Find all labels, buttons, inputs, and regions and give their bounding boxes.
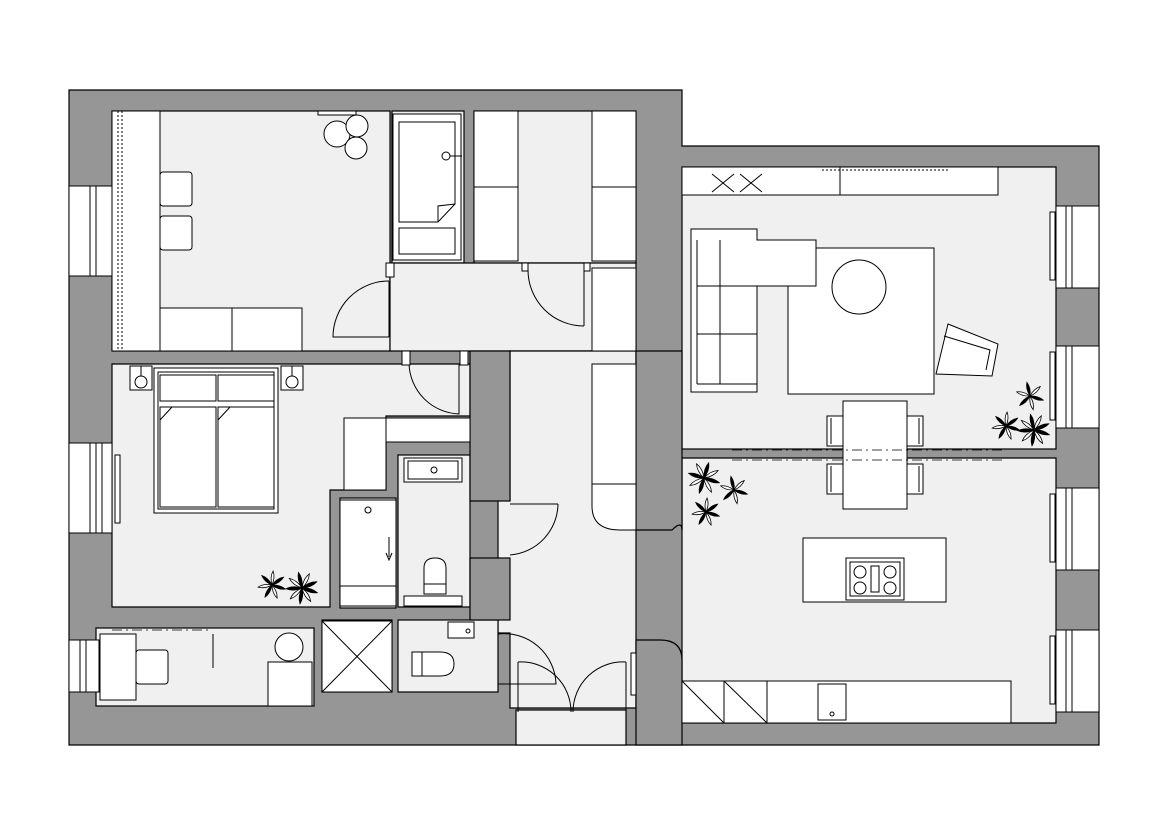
window-icon: [1055, 205, 1100, 289]
window-icon: [1055, 487, 1100, 571]
plant-icon: [687, 461, 721, 495]
door-frame: [401, 350, 411, 366]
beam-lines: [112, 350, 1004, 640]
door-frame: [521, 262, 529, 272]
radiator: [1049, 351, 1056, 421]
bedroom-furniture: [129, 365, 471, 514]
radiator: [114, 454, 121, 524]
corridor-wall-curve: [635, 350, 683, 531]
plant-icon: [285, 571, 319, 605]
window-icon: [1055, 629, 1100, 713]
kitchen-wall-curve: [635, 639, 683, 746]
pendant-lamp-icon: [345, 114, 369, 138]
shelf: [403, 595, 463, 607]
window-icon: [1055, 345, 1100, 429]
entrance-landing: [515, 709, 627, 746]
side-table: [267, 661, 313, 707]
sofa-icon: [690, 228, 817, 393]
radiator: [1049, 635, 1056, 705]
windows: [68, 185, 1100, 713]
plant-icon: [719, 475, 749, 505]
window-icon: [68, 639, 100, 693]
wardrobe: [591, 110, 637, 262]
wardrobe: [473, 110, 519, 262]
dining-table-icon: [826, 400, 924, 510]
door-swing-icon: [497, 633, 557, 685]
door-swing-icon: [332, 280, 390, 338]
stove-icon: [845, 557, 905, 601]
chair: [159, 171, 193, 207]
sink-icon: [398, 227, 456, 255]
wardrobe: [591, 267, 637, 352]
coffee-table: [831, 259, 887, 315]
chair: [135, 649, 169, 685]
toilet-icon: [423, 557, 447, 595]
plant-icon: [257, 570, 287, 599]
door-frame: [583, 262, 591, 272]
low-cabinet: [159, 307, 303, 352]
shelf: [317, 110, 357, 116]
plant-icon: [991, 411, 1021, 440]
plant-icon: [1015, 381, 1045, 411]
bedroom-wall-segment: [469, 350, 511, 502]
plants: [257, 381, 1051, 605]
living-furniture: [681, 166, 1012, 724]
window-icon: [68, 185, 113, 277]
radiator: [1049, 211, 1056, 281]
shower-icon: [339, 499, 397, 607]
bathroom-fixtures: [392, 113, 462, 261]
sink-icon: [447, 621, 475, 639]
corridor-cabinet: [591, 363, 637, 531]
window-icon: [68, 442, 113, 534]
door-swing-icon: [509, 503, 559, 556]
kitchen-counter: [681, 680, 1012, 724]
toilet-fixtures: [321, 620, 475, 693]
interior-walls: [469, 350, 683, 746]
armchair-icon: [935, 323, 999, 377]
nook-furniture: [99, 632, 313, 707]
wardrobe: [343, 417, 387, 491]
door-frame: [459, 350, 469, 366]
round-stool: [274, 632, 304, 662]
door-swing-icon: [527, 269, 585, 327]
door-swing-icon: [517, 661, 627, 713]
plant-icon: [691, 497, 721, 526]
study-furniture: [111, 110, 369, 352]
desk: [111, 110, 161, 352]
chair: [159, 215, 193, 251]
doors: [332, 262, 627, 713]
door-swing-icon: [408, 363, 460, 415]
shower-wall-segment: [469, 557, 511, 621]
toilet-icon: [411, 651, 455, 677]
plant-icon: [1017, 413, 1051, 447]
radiator: [630, 652, 637, 696]
desk: [99, 633, 137, 701]
shower-fixtures: [339, 457, 463, 607]
radiator: [1049, 493, 1056, 563]
door-frame: [385, 262, 395, 278]
pendant-lamp-icon: [344, 136, 368, 160]
wardrobes: [473, 110, 637, 531]
